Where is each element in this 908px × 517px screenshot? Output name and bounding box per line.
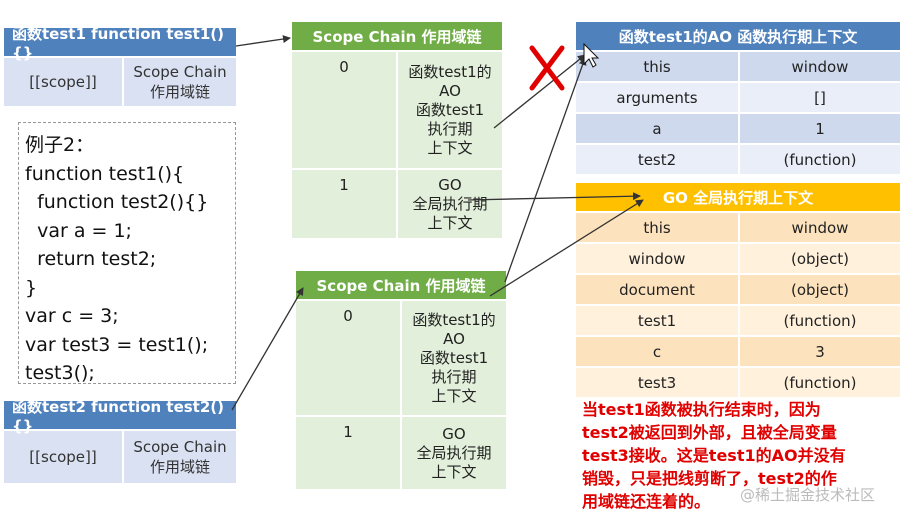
ao-title: 函数test1的AO 函数执行期上下文 bbox=[576, 22, 900, 50]
ao-row: test2 (function) bbox=[576, 143, 900, 174]
code-line: } bbox=[25, 276, 38, 299]
arrow-test1-to-scope-chain bbox=[235, 35, 291, 47]
cross-icon bbox=[529, 45, 565, 91]
test2-scope-label: [[scope]] bbox=[29, 448, 97, 466]
code-line: test3(); bbox=[25, 362, 95, 384]
ao-table: 函数test1的AO 函数执行期上下文 this window argument… bbox=[576, 22, 900, 174]
scope-chain-test1: Scope Chain 作用域链 0 函数test1的 AO 函数test1 执… bbox=[292, 22, 502, 238]
explanation-note: 当test1函数被执行结束时，因为 test2被返回到外部，且被全局变量 tes… bbox=[582, 400, 846, 511]
ao-row: a 1 bbox=[576, 112, 900, 143]
go-row: document (object) bbox=[576, 273, 900, 304]
scope-chain-row-1: 1 GO 全局执行期 上下文 bbox=[292, 168, 502, 238]
go-title: GO 全局执行期上下文 bbox=[576, 183, 900, 211]
go-row: window (object) bbox=[576, 242, 900, 273]
scope-chain-row-0: 0 函数test1的 AO 函数test1 执行期 上下文 bbox=[296, 299, 506, 415]
test2-function-box: 函数test2 function test2(){} [[scope]] Sco… bbox=[4, 398, 236, 483]
go-table: GO 全局执行期上下文 this window window (object) … bbox=[576, 183, 900, 397]
code-line: var c = 3; bbox=[25, 305, 119, 327]
arrow-chain2-0-to-ao bbox=[504, 57, 587, 283]
code-line: function test2(){} bbox=[25, 191, 209, 213]
test1-header: 函数test1 function test1(){} bbox=[4, 25, 236, 62]
arrow-chain0-to-ao bbox=[493, 54, 586, 129]
go-row: this window bbox=[576, 211, 900, 242]
code-line: return test2; bbox=[25, 248, 157, 270]
scope-chain-index: 0 bbox=[339, 58, 349, 76]
go-row: c 3 bbox=[576, 335, 900, 366]
code-example: 例子2： function test1(){ function test2(){… bbox=[18, 122, 236, 384]
scope-chain-title: Scope Chain 作用域链 bbox=[292, 22, 502, 50]
code-line: 例子2： bbox=[25, 134, 95, 156]
test2-header: 函数test2 function test2(){} bbox=[4, 398, 236, 435]
arrow-test2-to-scope-chain bbox=[231, 287, 304, 411]
scope-chain-index: 1 bbox=[339, 176, 349, 194]
scope-chain-ref: GO 全局执行期 上下文 bbox=[396, 170, 502, 238]
scope-chain-title: Scope Chain 作用域链 bbox=[296, 271, 506, 299]
test1-scope-label: [[scope]] bbox=[29, 73, 97, 91]
scope-chain-ref: 函数test1的 AO 函数test1 执行期 上下文 bbox=[396, 52, 502, 168]
scope-chain-ref: 函数test1的 AO 函数test1 执行期 上下文 bbox=[400, 301, 506, 415]
scope-chain-ref: GO 全局执行期 上下文 bbox=[400, 417, 506, 489]
scope-chain-row-0: 0 函数test1的 AO 函数test1 执行期 上下文 bbox=[292, 50, 502, 168]
test1-function-box: 函数test1 function test1(){} [[scope]] Sco… bbox=[4, 25, 236, 106]
code-line: function test1(){ bbox=[25, 162, 185, 185]
watermark: @稀土掘金技术社区 bbox=[740, 486, 876, 504]
scope-chain-index: 0 bbox=[343, 307, 353, 325]
test2-scope-chain-label: Scope Chain 作用域链 bbox=[122, 431, 236, 483]
go-row: test1 (function) bbox=[576, 304, 900, 335]
test1-scope-chain-label: Scope Chain 作用域链 bbox=[122, 58, 236, 106]
code-line: var a = 1; bbox=[25, 219, 132, 242]
scope-chain-row-1: 1 GO 全局执行期 上下文 bbox=[296, 415, 506, 489]
scope-chain-index: 1 bbox=[343, 423, 353, 441]
go-row: test3 (function) bbox=[576, 366, 900, 397]
scope-chain-test2: Scope Chain 作用域链 0 函数test1的 AO 函数test1 执… bbox=[296, 271, 506, 489]
ao-row: this window bbox=[576, 50, 900, 81]
ao-row: arguments [] bbox=[576, 81, 900, 112]
code-line: var test3 = test1(); bbox=[25, 333, 209, 356]
